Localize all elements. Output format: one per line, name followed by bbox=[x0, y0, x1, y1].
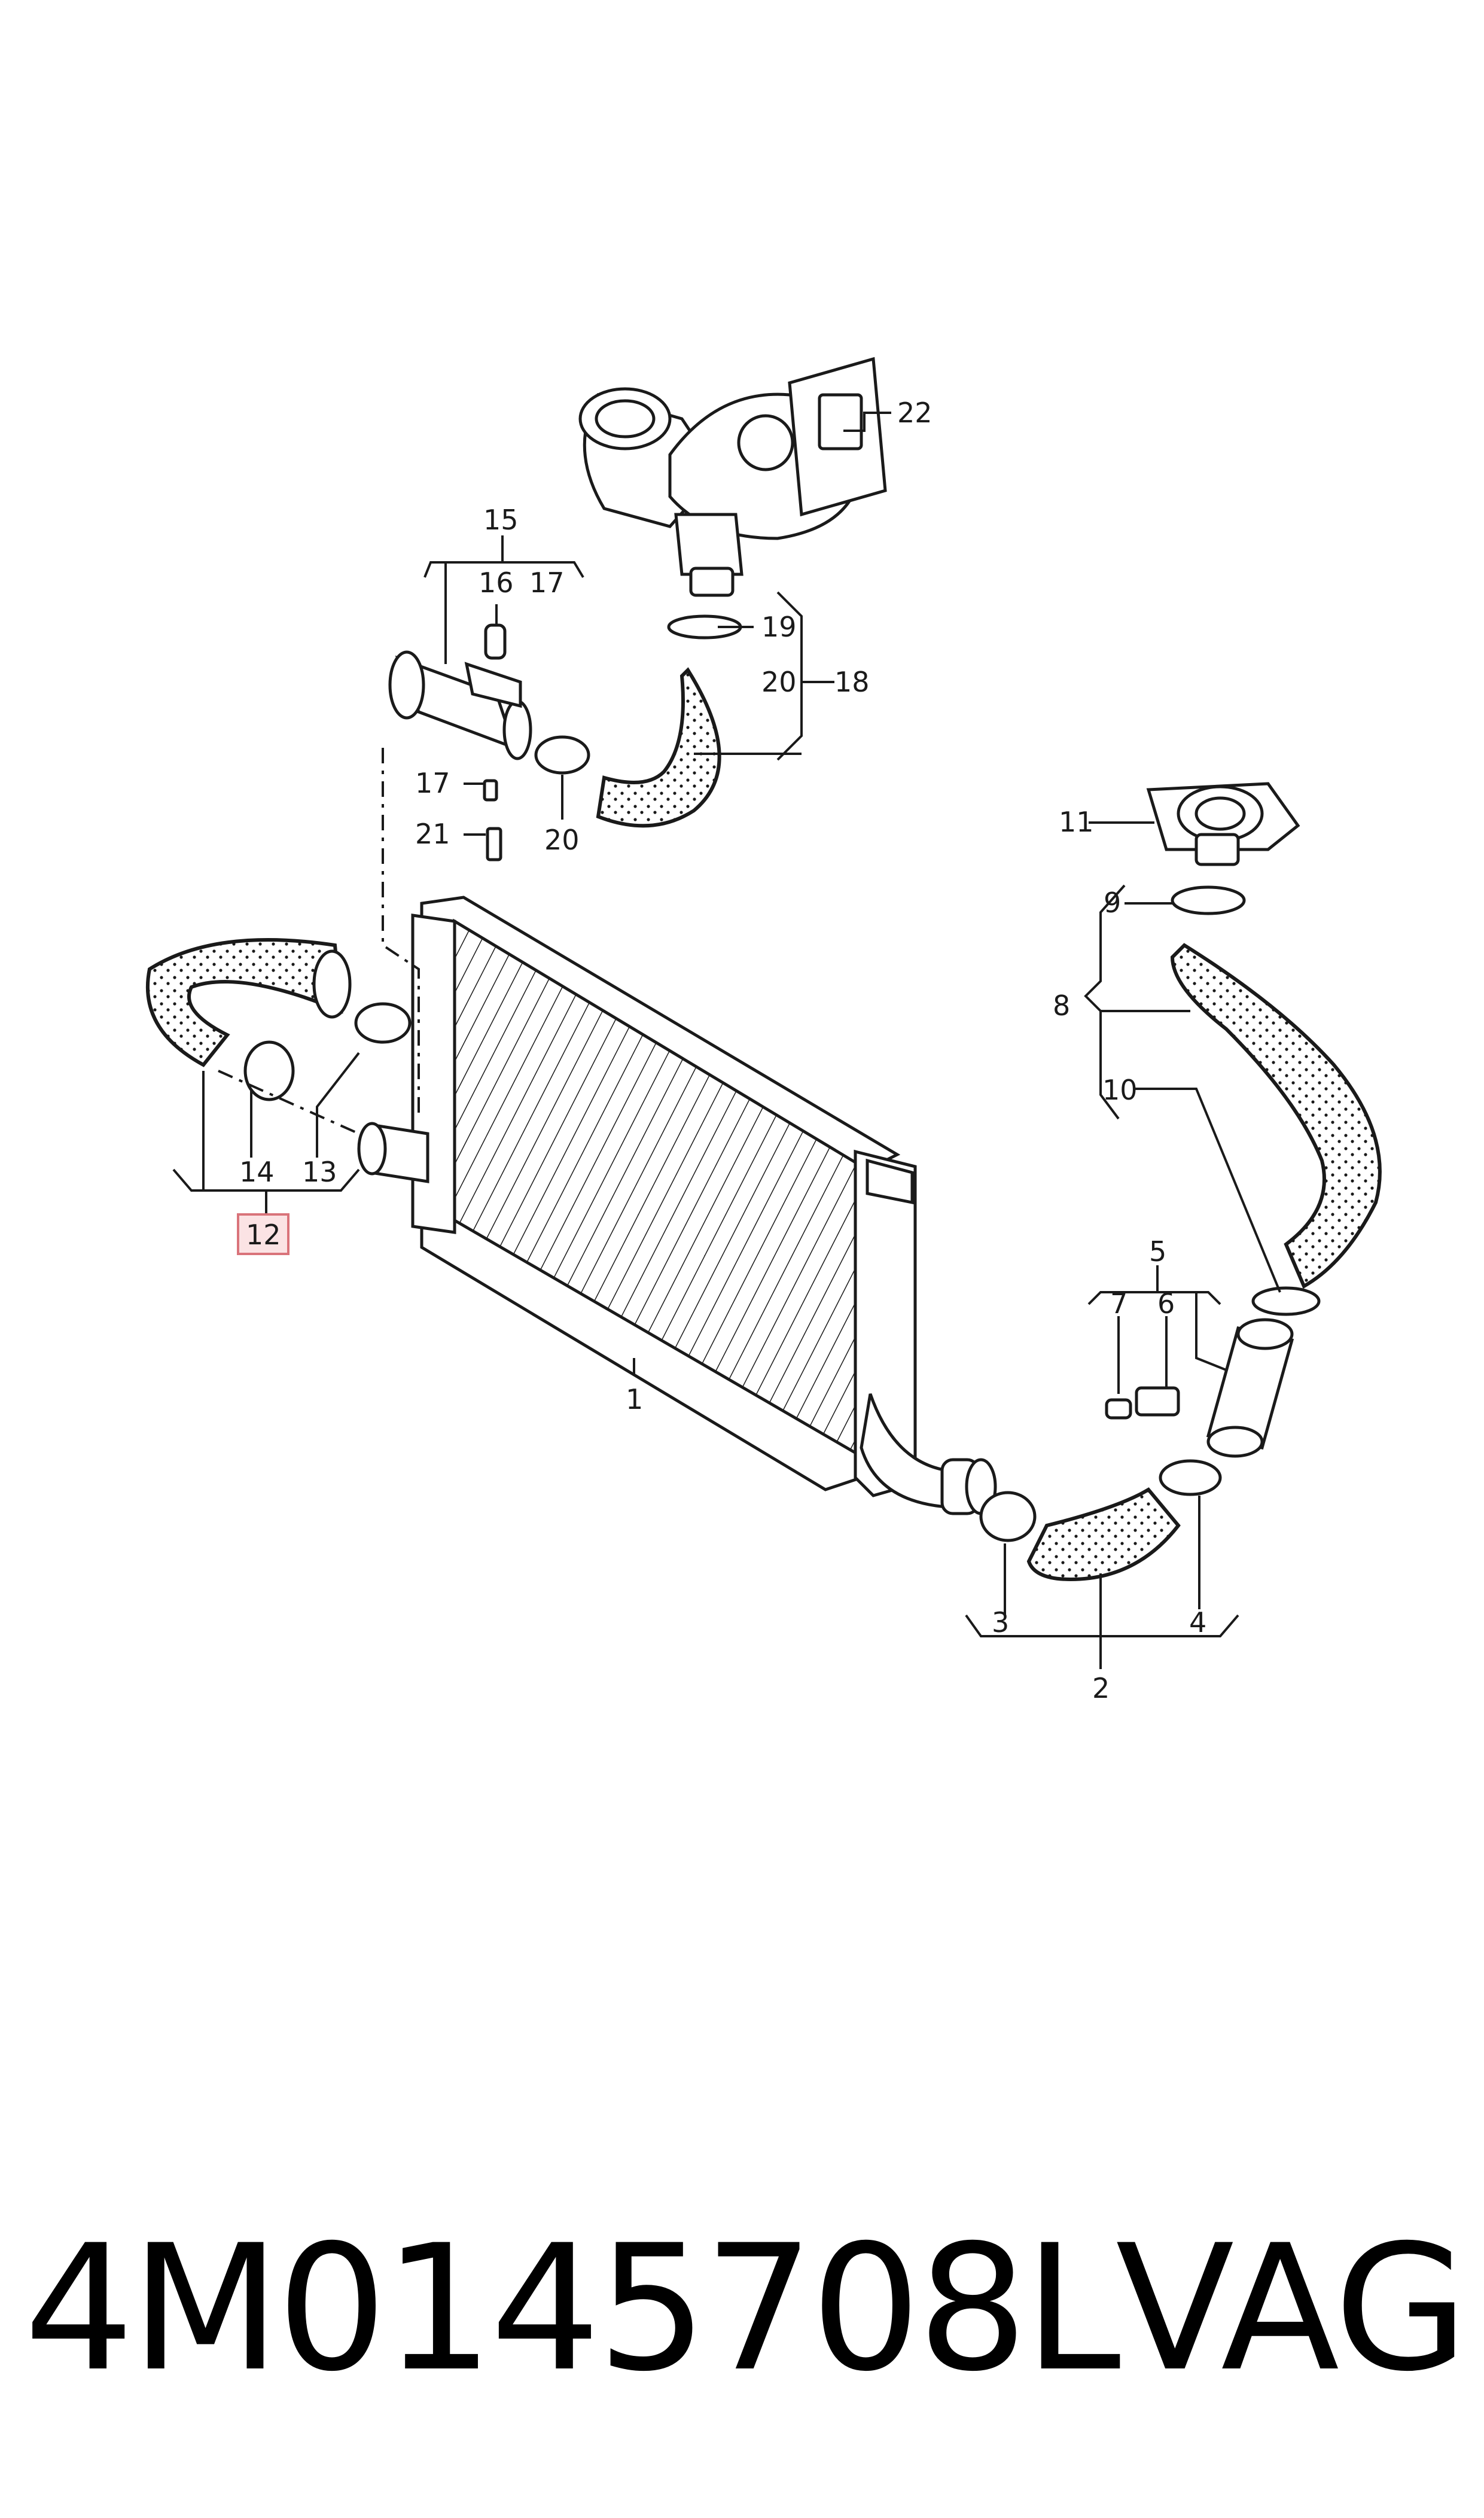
callout-7[interactable]: 7 bbox=[1110, 1287, 1128, 1320]
callout-20-side[interactable]: 20 bbox=[761, 666, 797, 698]
turbocharger bbox=[578, 357, 887, 597]
intercooler bbox=[357, 896, 997, 1515]
hoses bbox=[145, 667, 1382, 1582]
callout-8[interactable]: 8 bbox=[1053, 989, 1070, 1022]
callout-17-side[interactable]: 17 bbox=[415, 767, 450, 799]
callout-16[interactable]: 16 bbox=[479, 567, 514, 599]
part-number: 4M0145708L bbox=[24, 2208, 1121, 2410]
charge-air-pipe bbox=[388, 623, 532, 861]
leader-lines bbox=[172, 412, 1281, 1669]
brand-name: VAG bbox=[1116, 2208, 1468, 2410]
callout-2[interactable]: 2 bbox=[1092, 1672, 1110, 1704]
callout-20-bottom[interactable]: 20 bbox=[544, 824, 580, 856]
callout-17-top[interactable]: 17 bbox=[529, 567, 565, 599]
callout-11[interactable]: 11 bbox=[1059, 806, 1094, 838]
callout-4[interactable]: 4 bbox=[1189, 1606, 1206, 1639]
callout-21[interactable]: 21 bbox=[415, 818, 450, 850]
footer: 4M0145708L VAG bbox=[0, 2213, 1484, 2405]
clamps bbox=[243, 614, 1321, 1542]
callout-10[interactable]: 10 bbox=[1102, 1074, 1138, 1106]
callout-18[interactable]: 18 bbox=[834, 666, 870, 698]
callout-9[interactable]: 9 bbox=[1104, 887, 1121, 919]
callout-labels: 1 2 3 4 5 6 7 8 9 10 11 12 13 14 15 16 1… bbox=[239, 397, 1206, 1704]
connection-pipe bbox=[1105, 1318, 1294, 1458]
connection-lines bbox=[218, 748, 420, 1135]
throttle-body bbox=[1146, 782, 1300, 866]
callout-6[interactable]: 6 bbox=[1157, 1287, 1175, 1320]
callout-14[interactable]: 14 bbox=[239, 1156, 275, 1188]
callout-3[interactable]: 3 bbox=[992, 1606, 1009, 1639]
callout-15[interactable]: 15 bbox=[483, 504, 519, 536]
callout-19[interactable]: 19 bbox=[761, 611, 797, 643]
highlight-box-12 bbox=[237, 1213, 290, 1255]
callout-12[interactable]: 12 bbox=[246, 1219, 281, 1251]
callout-5[interactable]: 5 bbox=[1149, 1235, 1166, 1268]
callout-22[interactable]: 22 bbox=[897, 397, 933, 429]
callout-13[interactable]: 13 bbox=[302, 1156, 337, 1188]
callout-1[interactable]: 1 bbox=[626, 1383, 643, 1415]
